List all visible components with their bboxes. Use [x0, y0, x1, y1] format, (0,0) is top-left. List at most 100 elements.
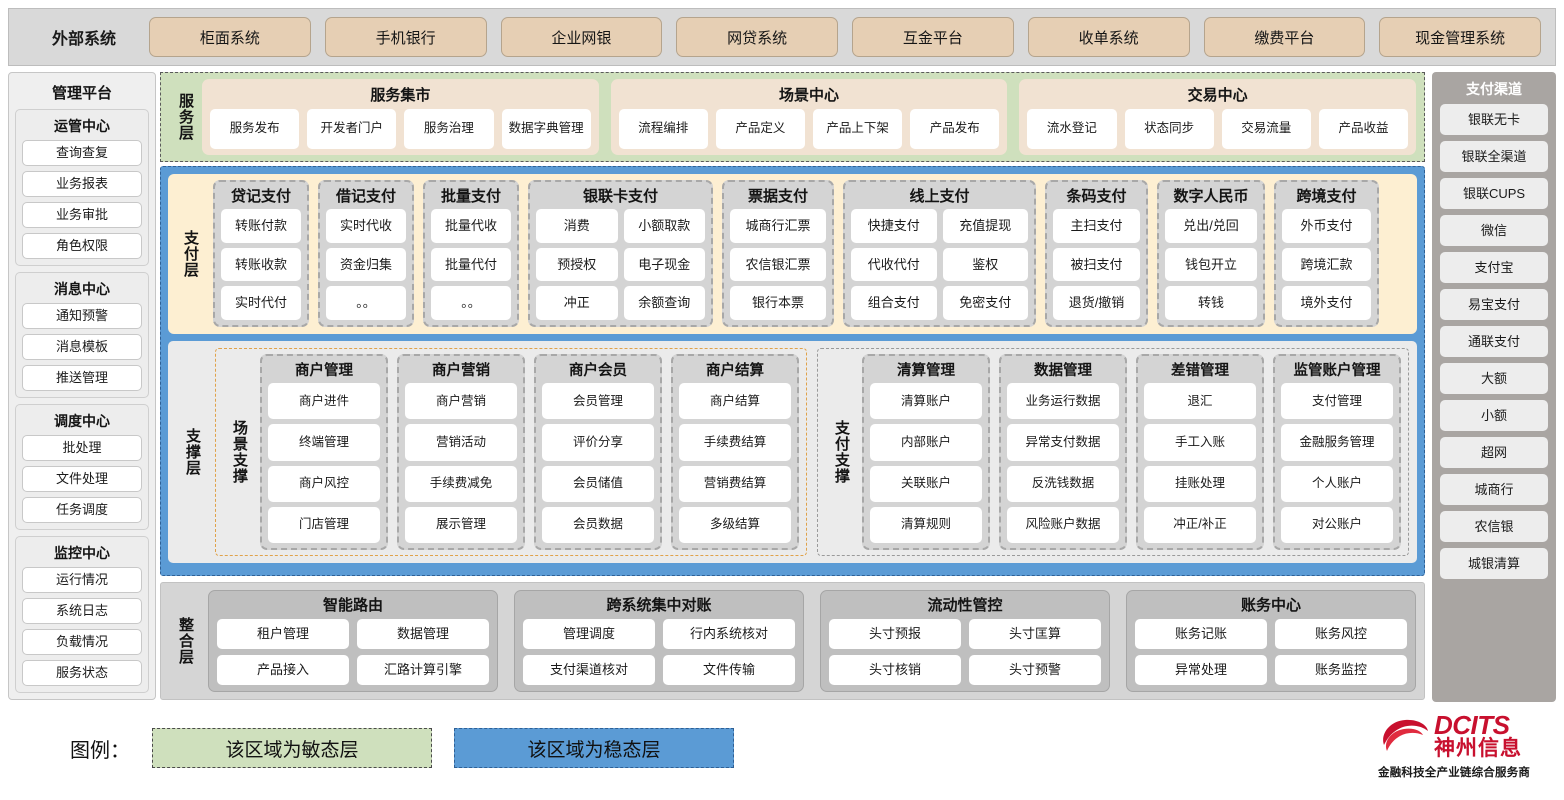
payment-item[interactable]: 外币支付	[1282, 209, 1371, 243]
support-item[interactable]: 金融服务管理	[1281, 424, 1393, 461]
management-group-item[interactable]: 任务调度	[22, 497, 142, 523]
support-item[interactable]: 手续费减免	[405, 465, 517, 502]
payment-item[interactable]: 冲正	[536, 286, 618, 321]
service-item[interactable]: 服务治理	[404, 109, 494, 149]
payment-item[interactable]: 鉴权	[942, 247, 1028, 282]
payment-item[interactable]: 余额查询	[623, 286, 705, 321]
payment-channel-item[interactable]: 小额	[1440, 400, 1548, 431]
service-item[interactable]: 状态同步	[1124, 109, 1214, 149]
support-item[interactable]: 多级结算	[679, 506, 791, 543]
support-item[interactable]: 退汇	[1144, 383, 1256, 420]
management-group-item[interactable]: 推送管理	[22, 365, 142, 391]
payment-item[interactable]: 批量代收	[431, 209, 511, 243]
payment-item[interactable]: 城商行汇票	[730, 209, 826, 243]
integration-item[interactable]: 账务监控	[1275, 655, 1407, 685]
payment-channel-item[interactable]: 城银清算	[1440, 548, 1548, 579]
external-system-item[interactable]: 企业网银	[500, 17, 663, 57]
support-item[interactable]: 支付管理	[1281, 383, 1393, 420]
support-item[interactable]: 门店管理	[268, 506, 380, 543]
integration-item[interactable]: 租户管理	[217, 619, 349, 649]
payment-item[interactable]: 农信银汇票	[730, 247, 826, 282]
support-item[interactable]: 个人账户	[1281, 465, 1393, 502]
support-item[interactable]: 反洗钱数据	[1007, 465, 1119, 502]
support-item[interactable]: 会员管理	[542, 383, 654, 420]
integration-item[interactable]: 头寸预报	[829, 619, 961, 649]
support-item[interactable]: 手工入账	[1144, 424, 1256, 461]
support-item[interactable]: 清算规则	[870, 506, 982, 543]
management-group-item[interactable]: 角色权限	[22, 233, 142, 259]
payment-item[interactable]: 电子现金	[623, 247, 705, 282]
payment-item[interactable]: 消费	[536, 209, 618, 243]
support-item[interactable]: 会员数据	[542, 506, 654, 543]
external-system-item[interactable]: 手机银行	[324, 17, 487, 57]
payment-item[interactable]: 预授权	[536, 247, 618, 282]
payment-item[interactable]: 兑出/兑回	[1165, 209, 1257, 243]
support-item[interactable]: 关联账户	[870, 465, 982, 502]
payment-item[interactable]: 代收代付	[851, 247, 937, 282]
service-item[interactable]: 产品上下架	[813, 109, 903, 149]
integration-item[interactable]: 账务记账	[1135, 619, 1267, 649]
integration-item[interactable]: 产品接入	[217, 655, 349, 685]
payment-item[interactable]: 实时代付	[221, 286, 301, 321]
management-group-item[interactable]: 批处理	[22, 435, 142, 461]
payment-channel-item[interactable]: 银联全渠道	[1440, 141, 1548, 172]
service-item[interactable]: 数据字典管理	[501, 109, 591, 149]
external-system-item[interactable]: 收单系统	[1027, 17, 1190, 57]
support-item[interactable]: 业务运行数据	[1007, 383, 1119, 420]
payment-channel-item[interactable]: 易宝支付	[1440, 289, 1548, 320]
integration-item[interactable]: 支付渠道核对	[523, 655, 655, 685]
support-item[interactable]: 挂账处理	[1144, 465, 1256, 502]
external-system-item[interactable]: 现金管理系统	[1379, 17, 1541, 57]
payment-item[interactable]: 充值提现	[942, 209, 1028, 243]
integration-item[interactable]: 异常处理	[1135, 655, 1267, 685]
integration-item[interactable]: 文件传输	[663, 655, 795, 685]
service-item[interactable]: 开发者门户	[307, 109, 397, 149]
payment-item[interactable]: 转账收款	[221, 247, 301, 282]
payment-item[interactable]: 钱包开立	[1165, 247, 1257, 282]
payment-item[interactable]: 退货/撤销	[1053, 286, 1140, 321]
management-group-item[interactable]: 查询查复	[22, 140, 142, 166]
external-system-item[interactable]: 缴费平台	[1203, 17, 1366, 57]
support-item[interactable]: 清算账户	[870, 383, 982, 420]
management-group-item[interactable]: 负载情况	[22, 629, 142, 655]
payment-item[interactable]: 实时代收	[326, 209, 406, 243]
management-group-item[interactable]: 服务状态	[22, 660, 142, 686]
service-item[interactable]: 交易流量	[1221, 109, 1311, 149]
integration-item[interactable]: 数据管理	[357, 619, 489, 649]
payment-item[interactable]: 主扫支付	[1053, 209, 1140, 243]
payment-item[interactable]: 。。	[431, 286, 511, 321]
support-item[interactable]: 商户结算	[679, 383, 791, 420]
payment-item[interactable]: 。。	[326, 286, 406, 321]
payment-channel-item[interactable]: 超网	[1440, 437, 1548, 468]
support-item[interactable]: 商户风控	[268, 465, 380, 502]
support-item[interactable]: 手续费结算	[679, 424, 791, 461]
service-item[interactable]: 流水登记	[1027, 109, 1117, 149]
support-item[interactable]: 商户营销	[405, 383, 517, 420]
external-system-item[interactable]: 柜面系统	[149, 17, 311, 57]
service-item[interactable]: 流程编排	[618, 109, 708, 149]
support-item[interactable]: 风险账户数据	[1007, 506, 1119, 543]
management-group-item[interactable]: 业务报表	[22, 171, 142, 197]
payment-item[interactable]: 转钱	[1165, 286, 1257, 321]
support-item[interactable]: 评价分享	[542, 424, 654, 461]
payment-channel-item[interactable]: 支付宝	[1440, 252, 1548, 283]
service-item[interactable]: 服务发布	[210, 109, 300, 149]
payment-item[interactable]: 银行本票	[730, 286, 826, 321]
payment-channel-item[interactable]: 城商行	[1440, 474, 1548, 505]
management-group-item[interactable]: 消息模板	[22, 334, 142, 360]
external-system-item[interactable]: 互金平台	[852, 17, 1014, 57]
support-item[interactable]: 商户进件	[268, 383, 380, 420]
support-item[interactable]: 内部账户	[870, 424, 982, 461]
integration-item[interactable]: 头寸预警	[969, 655, 1101, 685]
payment-channel-item[interactable]: 农信银	[1440, 511, 1548, 542]
integration-item[interactable]: 行内系统核对	[663, 619, 795, 649]
service-item[interactable]: 产品发布	[910, 109, 1000, 149]
management-group-item[interactable]: 运行情况	[22, 567, 142, 593]
payment-item[interactable]: 批量代付	[431, 247, 511, 282]
integration-item[interactable]: 管理调度	[523, 619, 655, 649]
integration-item[interactable]: 头寸匡算	[969, 619, 1101, 649]
support-item[interactable]: 营销活动	[405, 424, 517, 461]
payment-channel-item[interactable]: 微信	[1440, 215, 1548, 246]
support-item[interactable]: 冲正/补正	[1144, 506, 1256, 543]
support-item[interactable]: 异常支付数据	[1007, 424, 1119, 461]
